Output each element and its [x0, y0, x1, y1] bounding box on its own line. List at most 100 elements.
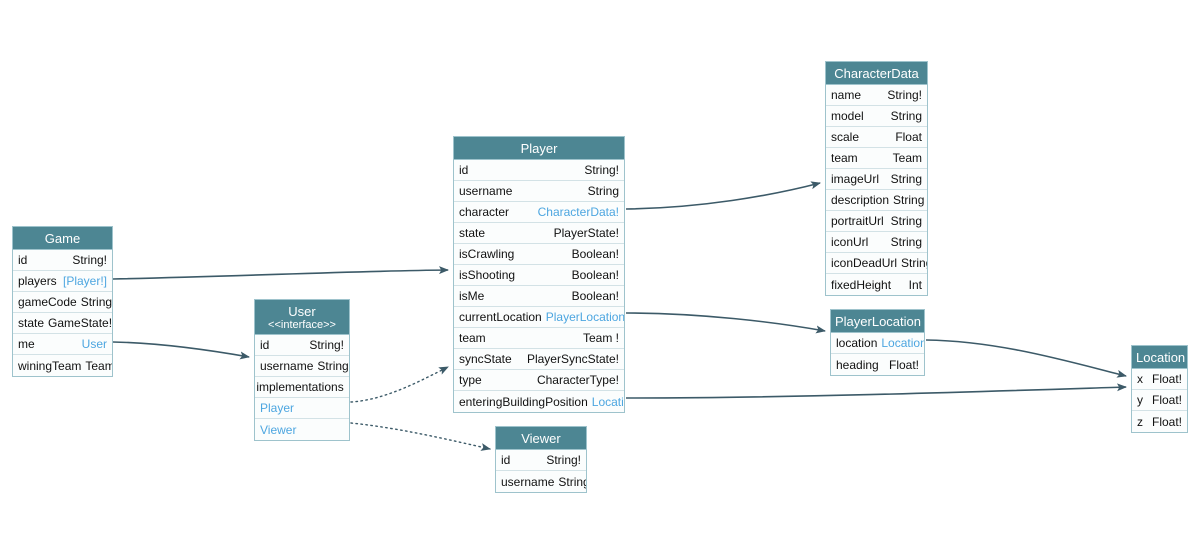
field-row[interactable]: enteringBuildingPositionLocation	[454, 391, 624, 412]
field-name: portraitUrl	[831, 214, 884, 228]
field-name: state	[459, 226, 486, 240]
field-row[interactable]: syncState PlayerSyncState!	[454, 349, 624, 370]
entity-title: Player	[520, 141, 558, 156]
field-type: User	[81, 337, 107, 351]
edge-player-character-to-characterdata	[625, 181, 821, 210]
edge-user-viewer-implementation	[350, 422, 491, 451]
field-name: id	[459, 163, 469, 177]
field-row[interactable]: id String!	[13, 250, 112, 271]
field-name: location	[836, 336, 878, 350]
field-row[interactable]: iconDeadUrlString	[826, 253, 927, 274]
edge-player-enteringbuildingposition-to-location	[625, 383, 1127, 399]
field-name: isMe	[459, 289, 485, 303]
entity-header-characterdata: CharacterData	[826, 62, 927, 85]
field-type: String!	[309, 338, 344, 352]
entity-header-playerlocation: PlayerLocation	[831, 310, 924, 333]
entity-title: Location	[1136, 350, 1186, 365]
edge-playerlocation-location-to-location	[925, 339, 1127, 378]
edge-game-players-to-player	[112, 266, 449, 280]
field-type: Location	[591, 394, 624, 409]
entity-playerlocation[interactable]: PlayerLocationlocationLocation! heading Fl…	[830, 309, 925, 376]
field-name: username	[260, 359, 314, 373]
field-name: x	[1137, 372, 1143, 386]
field-row[interactable]: Viewer	[255, 419, 349, 440]
field-name: Viewer	[260, 422, 297, 437]
field-name: Player	[260, 401, 295, 415]
field-name: username	[459, 184, 513, 198]
field-type: Boolean!	[571, 289, 619, 303]
entity-title: User	[288, 304, 316, 319]
field-type: String!	[72, 253, 107, 267]
field-name: fixedHeight	[831, 277, 892, 292]
field-row[interactable]: isMe Boolean!	[454, 286, 624, 307]
field-type: Boolean!	[571, 247, 619, 261]
field-type: Float	[895, 130, 922, 144]
edge-user-player-implementation	[350, 366, 449, 403]
field-row[interactable]: implementations	[255, 377, 349, 398]
field-name: iconDeadUrl	[831, 256, 898, 270]
field-name: heading	[836, 357, 879, 372]
field-name: players	[18, 274, 57, 288]
edge-game-me-to-user	[112, 341, 250, 360]
field-name: imageUrl	[831, 172, 880, 186]
field-row[interactable]: players[Player!]	[13, 271, 112, 292]
field-type: Team !	[582, 331, 619, 345]
field-name: y	[1137, 393, 1143, 407]
field-name: type	[459, 373, 482, 387]
entity-header-user: User<<interface>>	[255, 300, 349, 335]
field-type: GameState!	[48, 316, 112, 330]
field-name: winingTeam	[18, 358, 82, 373]
field-type: String	[901, 256, 927, 270]
field-row[interactable]: id String!	[255, 335, 349, 356]
field-type: PlayerLocation!	[545, 310, 624, 324]
field-type: PlayerSyncState!	[526, 352, 619, 366]
field-type: String	[893, 193, 925, 207]
field-type: String	[890, 109, 922, 123]
field-name: syncState	[459, 352, 512, 366]
field-type: Float!	[888, 357, 919, 372]
field-row[interactable]: Player	[255, 398, 349, 419]
entity-header-location: Location	[1132, 346, 1187, 369]
entity-title: Viewer	[521, 431, 561, 446]
field-row[interactable]: locationLocation!	[831, 333, 924, 354]
field-name: name	[831, 88, 862, 102]
field-row[interactable]: heading Float!	[831, 354, 924, 375]
field-name: id	[260, 338, 270, 352]
field-type: Team	[85, 358, 112, 373]
field-name: id	[18, 253, 28, 267]
